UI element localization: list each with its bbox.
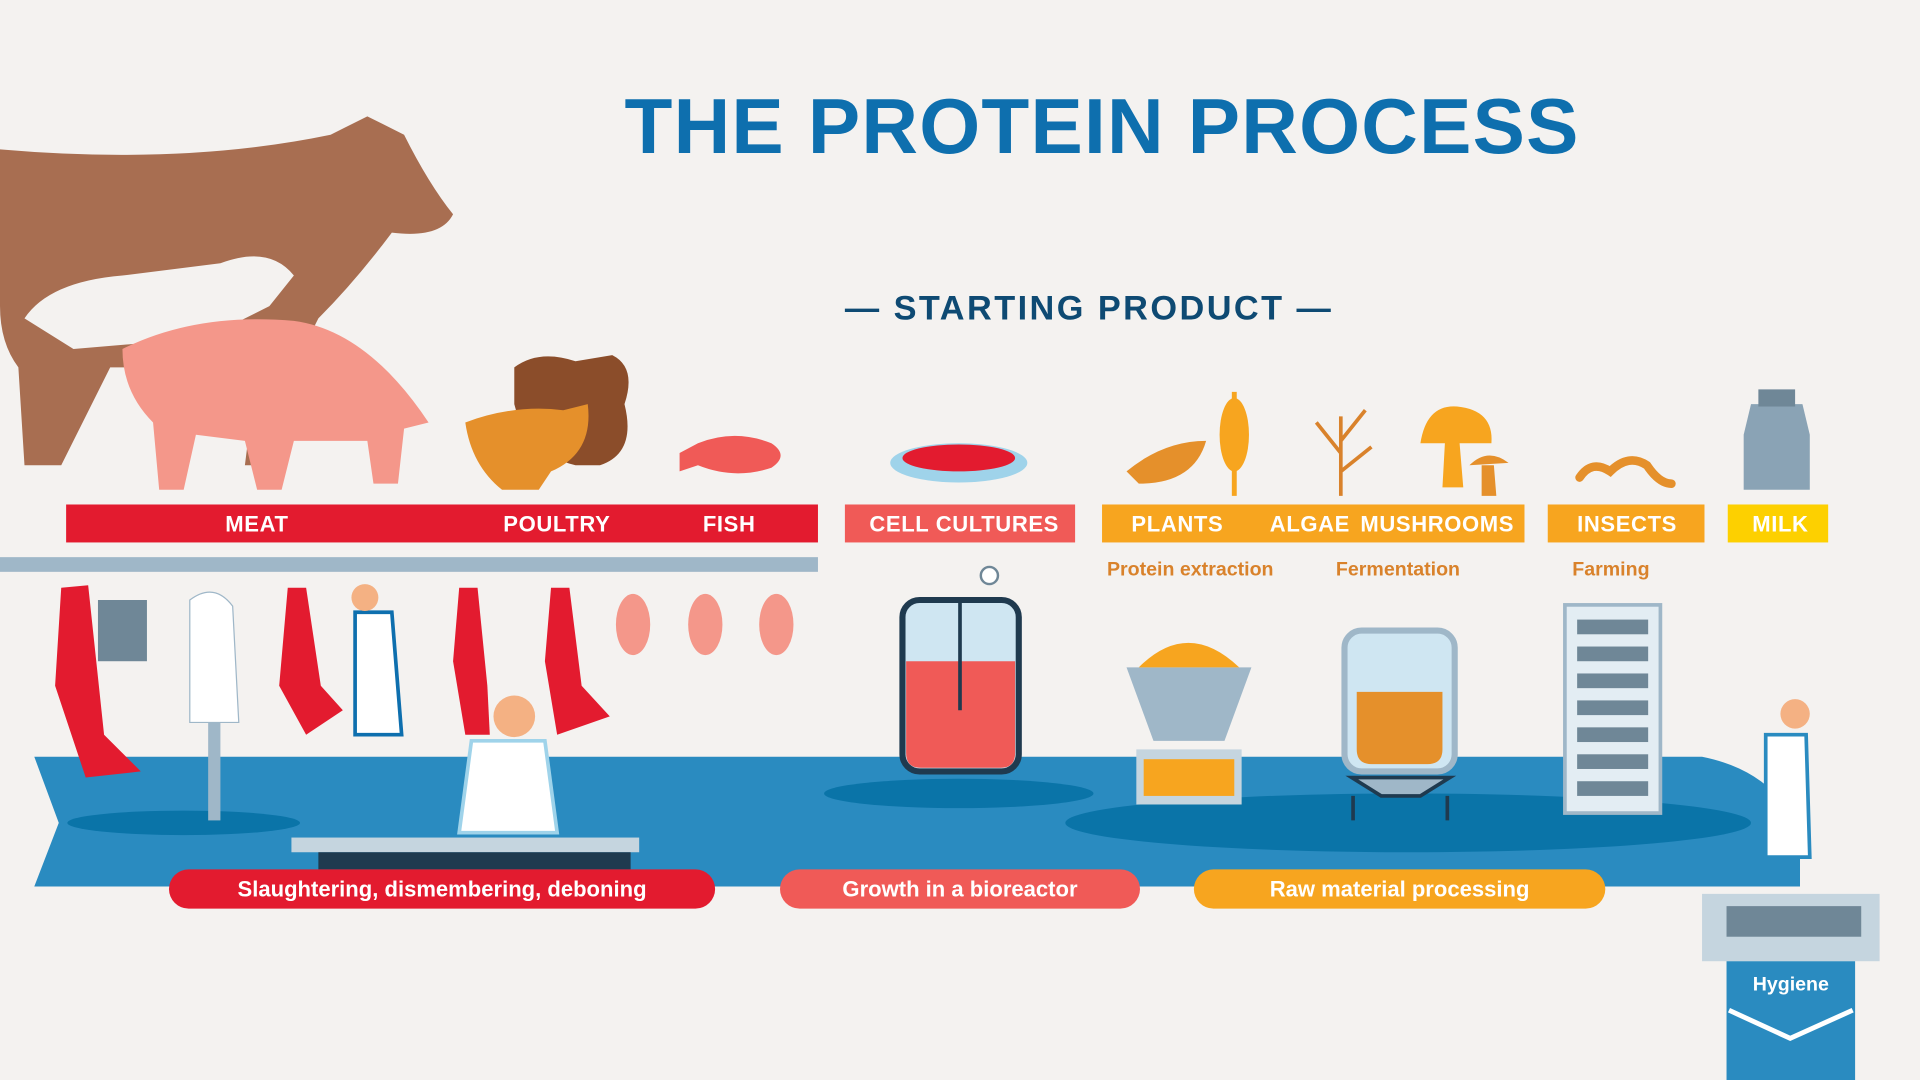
- hanging-poultry: [615, 593, 794, 656]
- hygiene-worker-icon: [1763, 732, 1812, 859]
- mushroom-icon: [1420, 406, 1492, 488]
- process-slaughtering: Slaughtering, dismembering, deboning: [168, 869, 716, 909]
- worker-icon: [457, 738, 560, 835]
- category-algae: ALGAE: [1269, 511, 1351, 537]
- process-hygiene: Hygiene: [1752, 974, 1829, 996]
- page-title: THE PROTEIN PROCESS: [624, 82, 1580, 171]
- label-fermentation: Fermentation: [1335, 559, 1461, 581]
- category-mushrooms: MUSHROOMS: [1360, 511, 1515, 537]
- robot-arm-icon: [189, 591, 240, 724]
- meat-carcasses: [55, 585, 610, 778]
- insect-icon: [1575, 456, 1676, 488]
- process-bioreactor: Growth in a bioreactor: [780, 869, 1141, 909]
- label-protein-extraction: Protein extraction: [1106, 559, 1274, 581]
- section-subtitle: — STARTING PRODUCT —: [844, 288, 1334, 327]
- timer-icon: [979, 565, 1000, 586]
- pig-icon: [122, 319, 429, 490]
- category-bar-insects: INSECTS: [1547, 504, 1705, 543]
- category-fish: FISH: [702, 511, 756, 537]
- hygiene-banner: [1726, 961, 1856, 1080]
- extraction-machine-icon: [1126, 667, 1252, 741]
- process-raw-material: Raw material processing: [1193, 869, 1606, 909]
- label-farming: Farming: [1572, 559, 1650, 581]
- conveyor-rail: [0, 557, 818, 572]
- category-meat: MEAT: [225, 511, 289, 537]
- category-bar-plant: PLANTS ALGAE MUSHROOMS: [1102, 504, 1525, 543]
- milk-can-icon: [1743, 404, 1810, 490]
- work-table: [291, 837, 640, 853]
- fish-icon: [679, 435, 781, 474]
- category-bar-animal: MEAT POULTRY FISH: [66, 504, 818, 543]
- category-plants: PLANTS: [1131, 511, 1224, 537]
- category-milk: MILK: [1752, 511, 1809, 537]
- algae-icon: [1314, 409, 1373, 496]
- category-cell-cultures: CELL CULTURES: [869, 511, 1059, 537]
- worker-icon: [353, 610, 404, 737]
- category-bar-milk: MILK: [1727, 504, 1829, 543]
- chicken-icon: [465, 404, 589, 490]
- category-bar-cell: CELL CULTURES: [844, 504, 1076, 543]
- soybean-icon: [1126, 440, 1207, 484]
- category-poultry: POULTRY: [503, 511, 611, 537]
- category-insects: INSECTS: [1577, 511, 1677, 537]
